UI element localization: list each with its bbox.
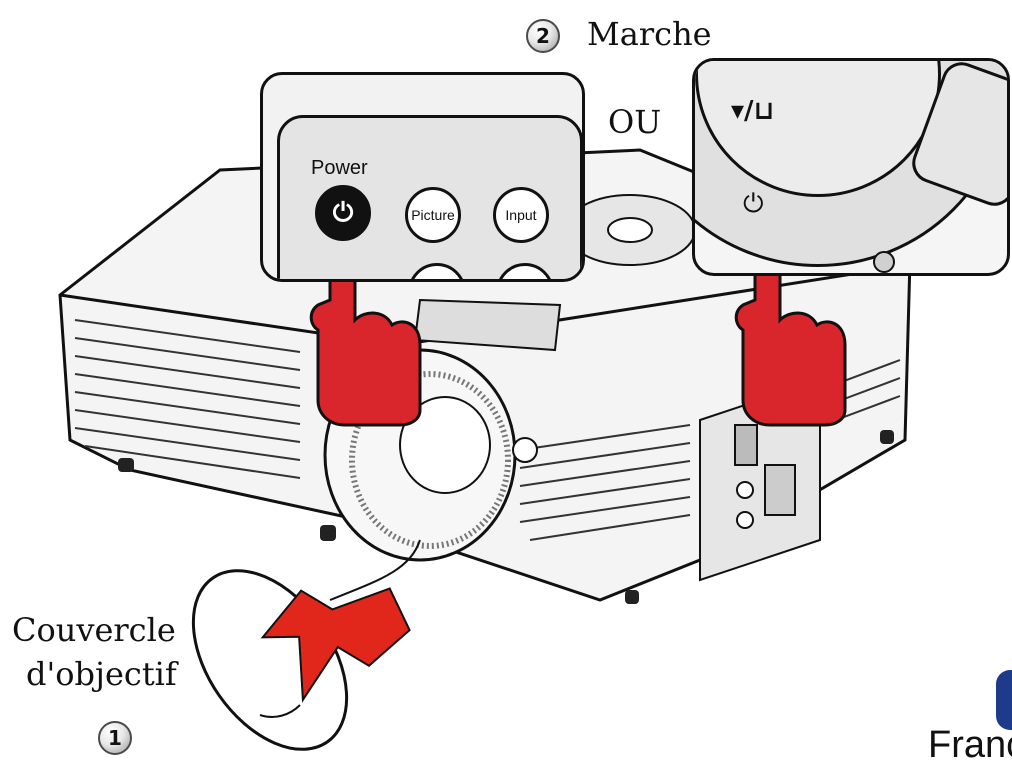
power-icon: ⏻ xyxy=(743,189,764,219)
down-keystone-icon: ▾/⊔ xyxy=(731,96,775,126)
lens-cap-label-line1: Couvercle xyxy=(12,611,176,649)
lens-cap-label-line2: d'objectif xyxy=(26,655,177,693)
power-icon: ⏻ xyxy=(332,197,354,227)
or-label: OU xyxy=(608,103,662,141)
step-2-badge: 2 xyxy=(526,19,560,53)
language-tab-marker xyxy=(996,670,1012,730)
step-2-label: Marche xyxy=(587,15,712,53)
remote-power-button[interactable]: ⏻ xyxy=(315,185,371,241)
power-label: Power xyxy=(311,157,368,179)
panel-power-button[interactable]: ⏻ xyxy=(743,189,764,220)
remote-picture-button[interactable]: Picture xyxy=(405,187,461,243)
remove-arrow xyxy=(260,587,411,703)
panel-callout: ▾/⊔ ⏻ xyxy=(692,58,1010,276)
remote-callout: Power ⏻ Picture Input xyxy=(260,72,585,282)
remote-input-button[interactable]: Input xyxy=(493,187,549,243)
led-indicator xyxy=(873,251,895,273)
step-1-badge: 1 xyxy=(98,721,132,755)
footer-language-text: Franc xyxy=(928,724,1012,766)
